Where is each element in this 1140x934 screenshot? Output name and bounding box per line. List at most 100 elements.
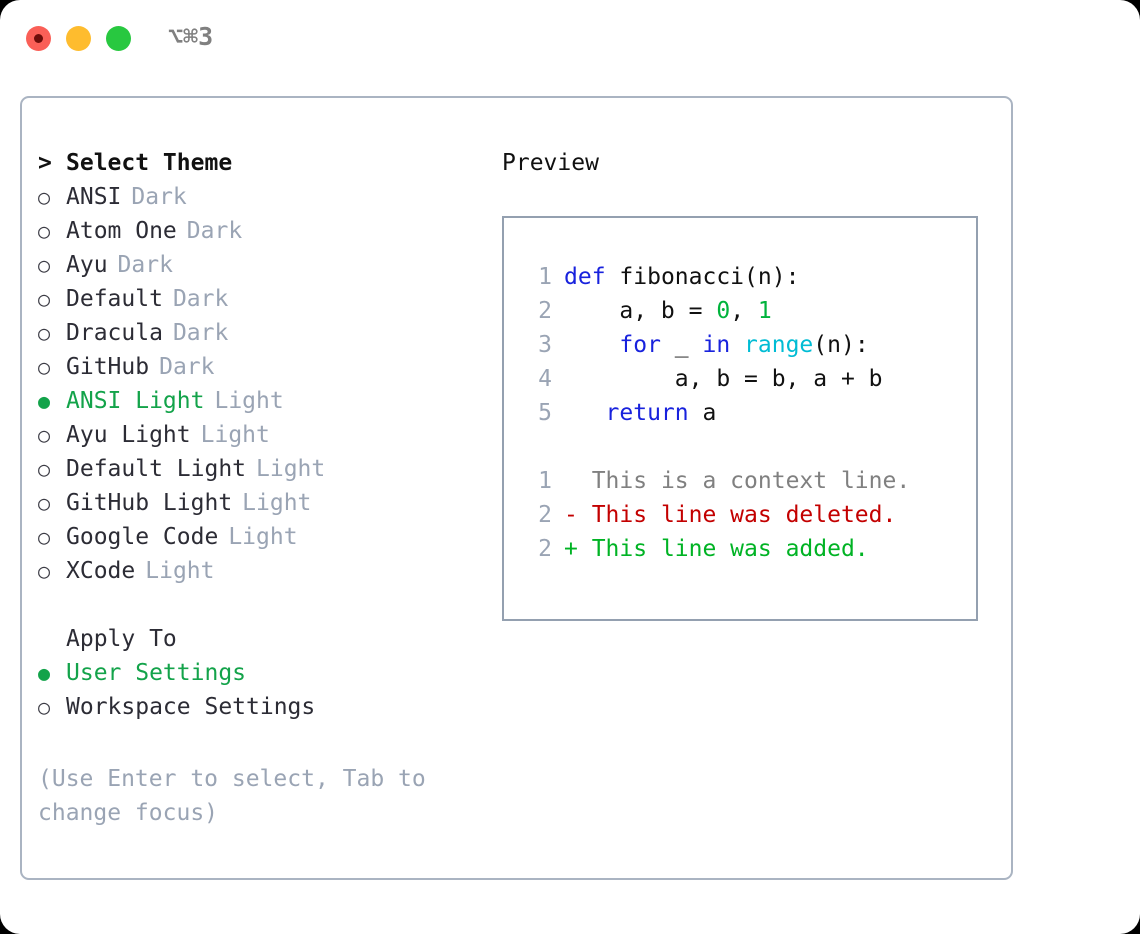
apply-to-spacer-icon: [38, 622, 66, 656]
code-content: return a: [564, 396, 717, 430]
maximize-button[interactable]: [106, 26, 131, 51]
minimize-button[interactable]: [66, 26, 91, 51]
theme-variant-label: Dark: [186, 218, 243, 244]
line-number: 2: [538, 502, 552, 528]
radio-selected-icon[interactable]: ●: [38, 389, 51, 413]
line-number: 2: [538, 298, 552, 324]
radio-unselected-icon[interactable]: ○: [38, 559, 51, 583]
code-token: in: [702, 332, 731, 358]
apply-to-title: Apply To: [66, 626, 177, 652]
cursor-arrow-icon: >: [38, 150, 52, 176]
theme-option-label: Atom One: [66, 218, 177, 244]
code-token: return: [605, 400, 689, 426]
code-content: for _ in range(n):: [564, 328, 869, 362]
title-bar: ⌥⌘3: [0, 0, 1140, 78]
theme-option-github-light[interactable]: ○ GitHub Light Light: [38, 486, 478, 520]
theme-option-label: ANSI: [66, 184, 122, 210]
theme-option-ayu-light[interactable]: ○ Ayu Light Light: [38, 418, 478, 452]
diff-line-context: 1 This is a context line.: [504, 464, 976, 498]
radio-unselected-icon[interactable]: ○: [38, 287, 51, 311]
theme-option-label: Google Code: [66, 524, 219, 550]
list-spacer: [38, 588, 478, 622]
theme-variant-label: Dark: [131, 184, 187, 210]
theme-option-github-dark[interactable]: ○ GitHub Dark: [38, 350, 478, 384]
theme-option-xcode[interactable]: ○ XCode Light: [38, 554, 478, 588]
radio-unselected-icon[interactable]: ○: [38, 525, 51, 549]
apply-to-option-label: User Settings: [66, 660, 247, 686]
diff-marker: +: [564, 536, 592, 562]
radio-unselected-icon[interactable]: ○: [38, 457, 51, 481]
main-panel: > Select Theme ○ ANSI Dark ○ Atom One Da…: [20, 96, 1013, 880]
code-line: 5 return a: [504, 396, 976, 430]
theme-option-atom-one-dark[interactable]: ○ Atom One Dark: [38, 214, 478, 248]
code-token: for: [619, 332, 661, 358]
diff-text: This is a context line.: [591, 468, 911, 494]
line-number: 1: [538, 264, 552, 290]
radio-unselected-icon[interactable]: ○: [38, 491, 51, 515]
radio-unselected-icon[interactable]: ○: [38, 321, 51, 345]
code-content: a, b = 0, 1: [564, 294, 771, 328]
apply-to-option-label: Workspace Settings: [66, 694, 316, 720]
theme-option-label: ANSI Light: [66, 388, 205, 414]
preview-pane: Preview 1 def fibonacci(n): 2 a, b = 0, …: [502, 146, 992, 621]
select-theme-header: > Select Theme: [38, 146, 478, 180]
theme-option-ansi-dark[interactable]: ○ ANSI Dark: [38, 180, 478, 214]
preview-title: Preview: [502, 150, 599, 176]
theme-variant-label: Dark: [159, 354, 215, 380]
radio-selected-icon[interactable]: ●: [38, 661, 51, 685]
radio-unselected-icon[interactable]: ○: [38, 355, 51, 379]
radio-unselected-icon[interactable]: ○: [38, 219, 51, 243]
code-token: [564, 400, 606, 426]
close-button[interactable]: [26, 26, 51, 51]
theme-variant-label: Dark: [172, 286, 229, 312]
code-token: [606, 264, 620, 290]
theme-variant-label: Light: [145, 558, 215, 584]
apply-to-option-user-settings[interactable]: ● User Settings: [38, 656, 478, 690]
theme-option-label: GitHub Light: [66, 490, 233, 516]
theme-option-ayu-dark[interactable]: ○ Ayu Dark: [38, 248, 478, 282]
keyboard-hint-text: (Use Enter to select, Tab to change focu…: [38, 766, 426, 826]
code-blank-line: [504, 430, 976, 464]
code-token: 0: [716, 298, 731, 324]
theme-option-default-light[interactable]: ○ Default Light Light: [38, 452, 478, 486]
theme-option-label: Dracula: [66, 320, 163, 346]
diff-content: This is a context line.: [564, 464, 911, 498]
code-line: 2 a, b = 0, 1: [504, 294, 976, 328]
window-title-shortcut: ⌥⌘3: [168, 22, 214, 51]
theme-option-label: XCode: [66, 558, 136, 584]
radio-unselected-icon[interactable]: ○: [38, 253, 51, 277]
code-token: def: [564, 264, 606, 290]
code-line: 1 def fibonacci(n):: [504, 260, 976, 294]
theme-variant-label: Dark: [172, 320, 229, 346]
theme-option-default-dark[interactable]: ○ Default Dark: [38, 282, 478, 316]
diff-marker: [564, 468, 592, 494]
code-content: a, b = b, a + b: [564, 362, 883, 396]
theme-option-dracula-dark[interactable]: ○ Dracula Dark: [38, 316, 478, 350]
radio-unselected-icon[interactable]: ○: [38, 423, 51, 447]
apply-to-option-workspace-settings[interactable]: ○ Workspace Settings: [38, 690, 478, 724]
line-number: 2: [538, 536, 552, 562]
code-content: def fibonacci(n):: [564, 260, 799, 294]
diff-line-deleted: 2 - This line was deleted.: [504, 498, 976, 532]
theme-option-label: Default: [66, 286, 163, 312]
code-token: (n):: [813, 332, 869, 358]
code-token: fibonacci(n):: [619, 264, 800, 290]
theme-option-google-code[interactable]: ○ Google Code Light: [38, 520, 478, 554]
theme-variant-label: Light: [200, 422, 270, 448]
line-number: 1: [538, 468, 552, 494]
radio-unselected-icon[interactable]: ○: [38, 185, 51, 209]
code-token: _: [660, 332, 703, 358]
diff-line-added: 2 + This line was added.: [504, 532, 976, 566]
code-token: a, b = b, a + b: [564, 366, 883, 392]
theme-variant-label: Light: [256, 456, 326, 482]
theme-variant-label: Dark: [117, 252, 173, 278]
theme-option-label: Ayu: [66, 252, 108, 278]
radio-unselected-icon[interactable]: ○: [38, 695, 51, 719]
theme-option-ansi-light[interactable]: ● ANSI Light Light: [38, 384, 478, 418]
diff-content: + This line was added.: [564, 532, 869, 566]
theme-variant-label: Light: [228, 524, 298, 550]
select-theme-title: Select Theme: [66, 150, 233, 176]
theme-variant-label: Light: [214, 388, 284, 414]
code-token: range: [744, 332, 814, 358]
